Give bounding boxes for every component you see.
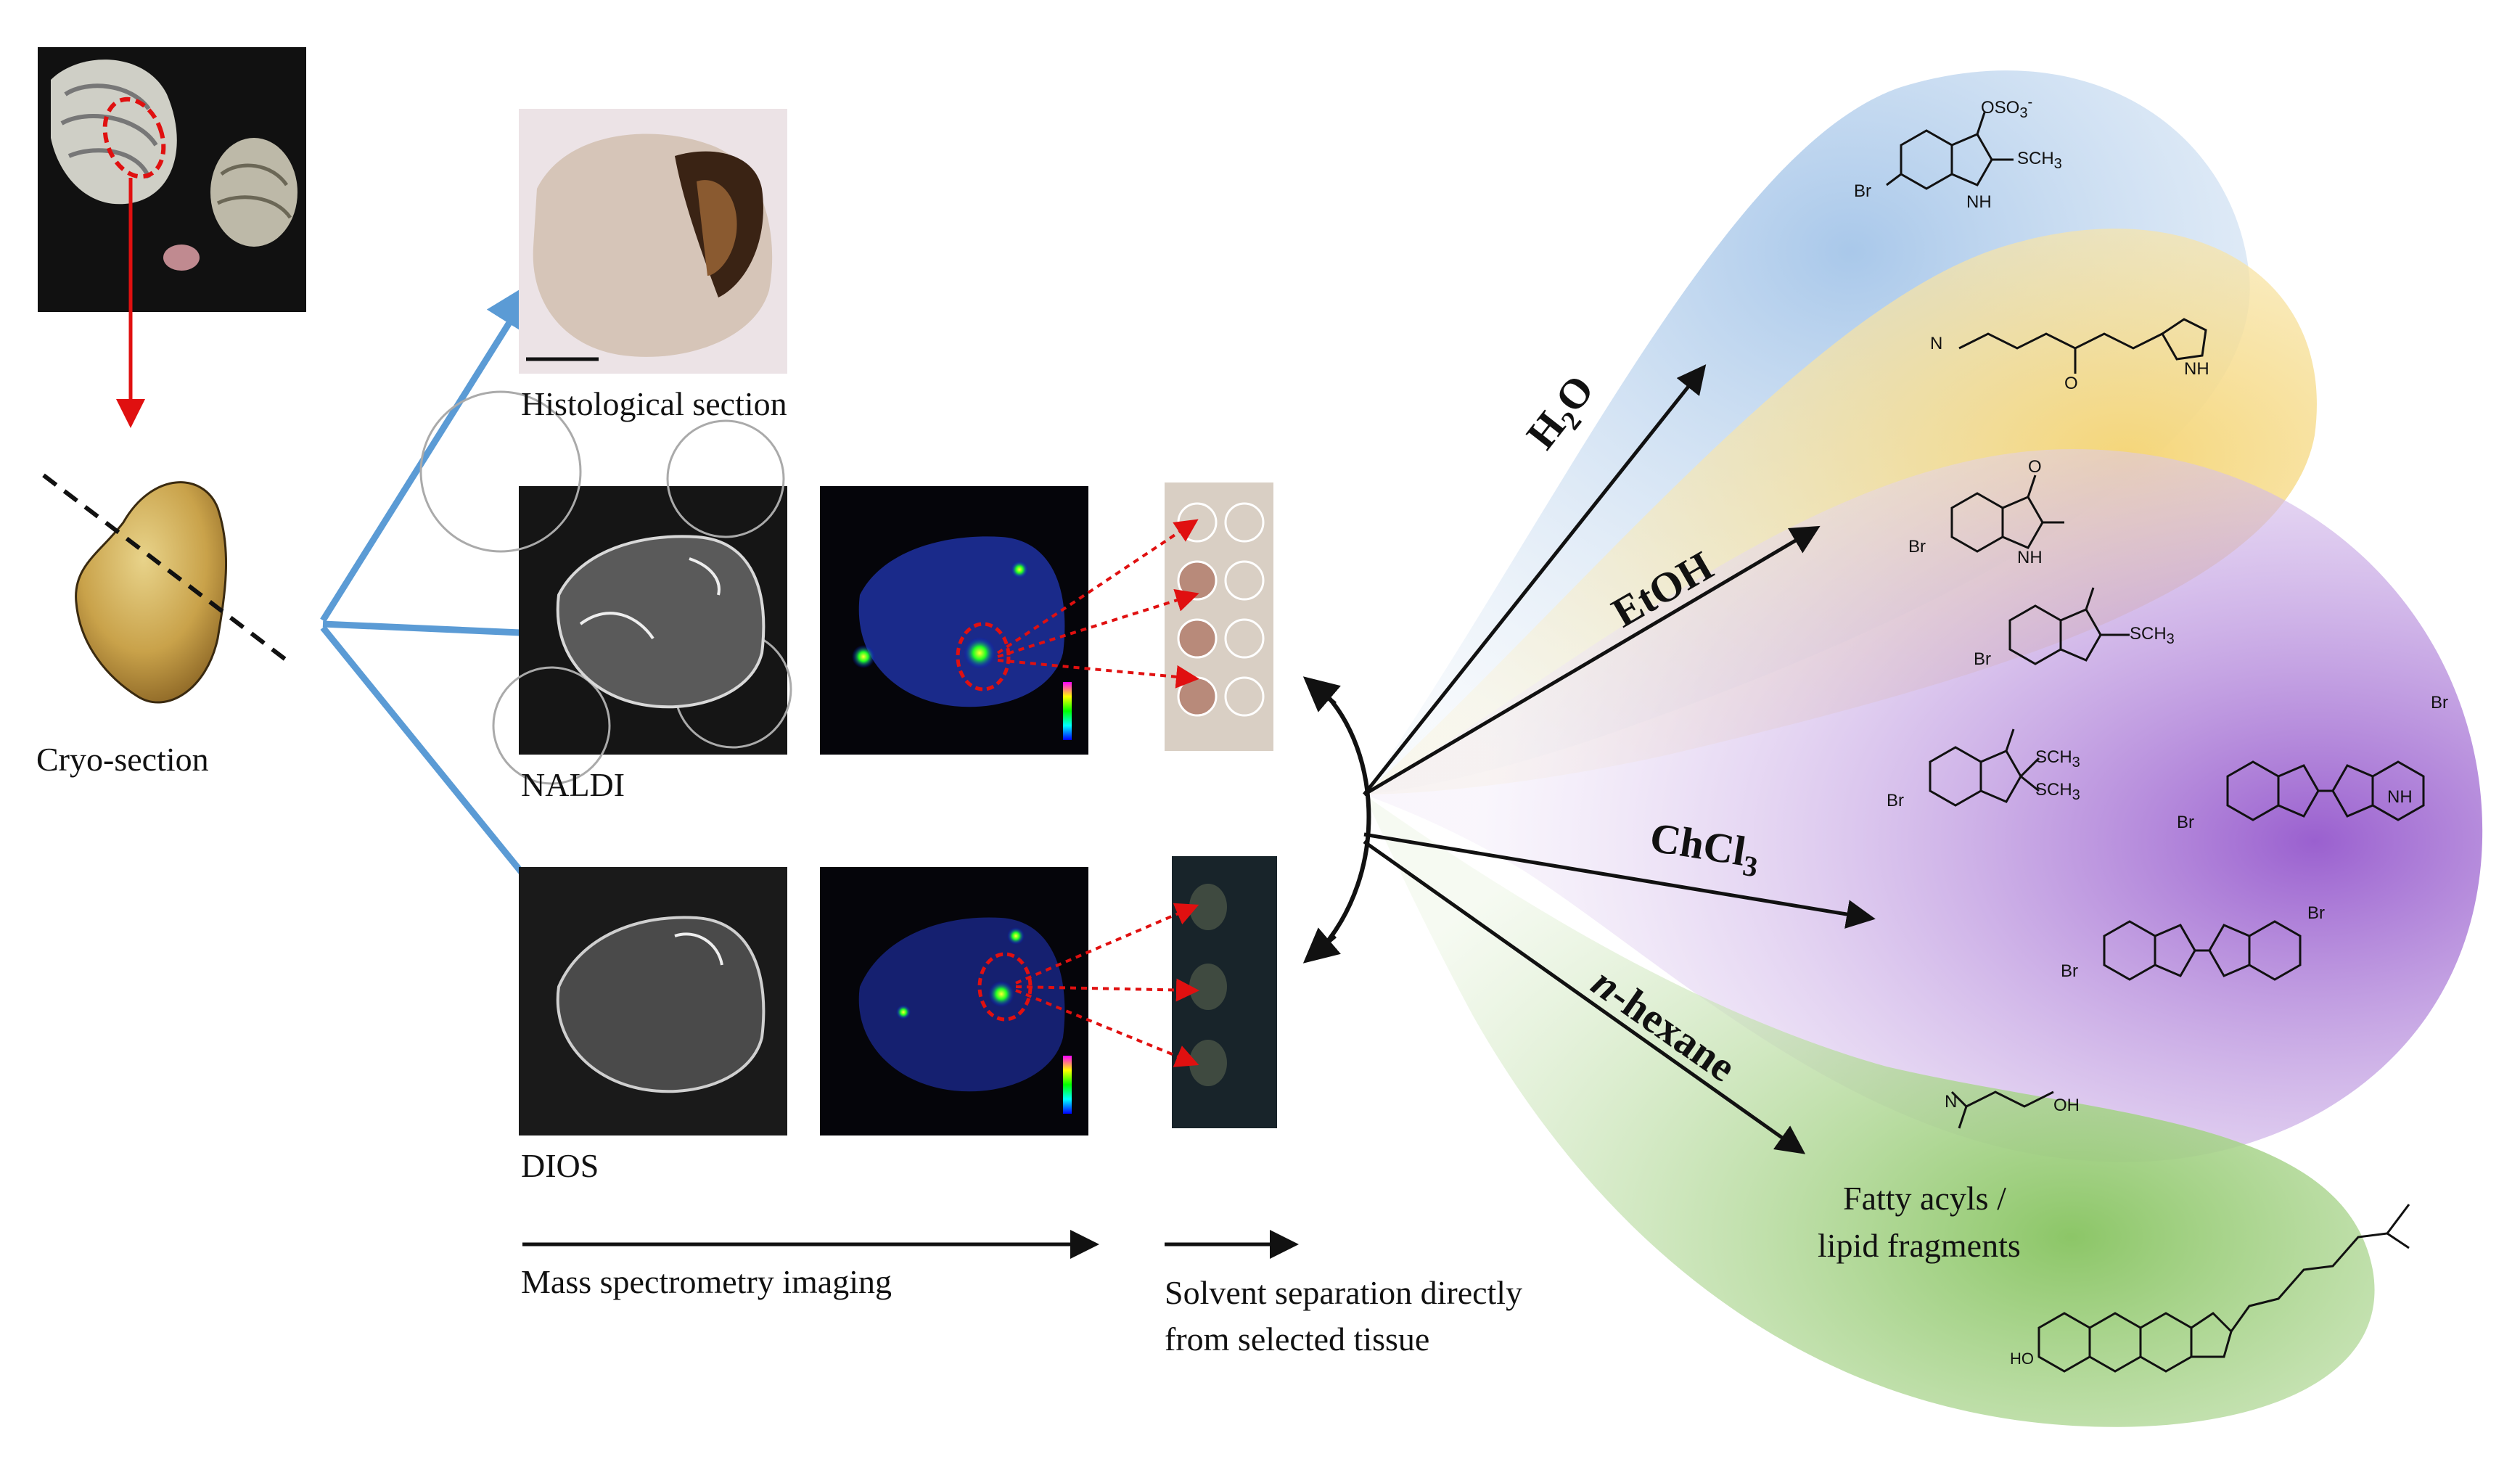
chem-label-sch3-3: SCH3 — [2035, 747, 2080, 771]
lipid-fragments-label: lipid fragments — [1818, 1227, 2021, 1264]
histological-image — [519, 109, 787, 374]
dios-slide-photo — [1172, 856, 1277, 1128]
red-dotted-arrow-naldi-1 — [996, 519, 1199, 654]
msi-label: Mass spectrometry imaging — [521, 1263, 892, 1300]
dios-optical-image — [519, 867, 787, 1135]
structure-bis-methylthio — [1929, 728, 2040, 807]
red-dotted-arrow-dios-2 — [1015, 978, 1199, 1002]
cryo-section-tissue — [42, 473, 288, 704]
chem-label-n-murexine: N — [1930, 334, 1943, 353]
structure-bromoisatin — [1950, 475, 2064, 553]
chem-label-sch3-4: SCH3 — [2035, 780, 2080, 803]
red-dotted-arrow-naldi-3 — [997, 659, 1199, 689]
red-dotted-arrow-naldi-2 — [997, 588, 1199, 658]
chem-label-sch3-2: SCH3 — [2130, 624, 2175, 647]
chem-label-br-4: Br — [1887, 791, 1904, 810]
petal-hexane — [1364, 794, 2375, 1427]
structure-murexine — [1958, 318, 2207, 374]
chem-label-nh-2: NH — [2017, 548, 2043, 567]
ray-hexane — [1363, 839, 1806, 1154]
chem-label-n-choline: N — [1945, 1092, 1958, 1112]
chem-label-br-3: Br — [1974, 649, 1991, 669]
ray-chloroform — [1363, 832, 1876, 929]
dios-label: DIOS — [521, 1147, 599, 1184]
chem-label-sch3-1: SCH3 — [2017, 149, 2062, 172]
structure-dibromoindirubin — [2103, 920, 2302, 981]
structure-choline — [1950, 1091, 2054, 1129]
solvent-separation-label: Solvent separation directly from selecte… — [1165, 1274, 1523, 1358]
chem-label-br-6: Br — [2431, 693, 2448, 712]
ray-ethanol — [1363, 525, 1821, 797]
chem-label-o-2: O — [2028, 457, 2042, 477]
ray-water — [1363, 364, 1707, 796]
structure-dibromoindigo — [2226, 760, 2425, 821]
naldi-msi-heatmap — [820, 486, 1088, 755]
chem-label-ho: HO — [2010, 1350, 2034, 1368]
fatty-acyls-label: Fatty acyls / — [1843, 1180, 2006, 1217]
structure-methylthio-indolone — [2008, 587, 2130, 665]
naldi-plate-photo — [1165, 482, 1273, 751]
red-dashed-ellipse — [102, 96, 166, 179]
histological-section-label: Histological section — [521, 385, 787, 422]
naldi-optical-image — [419, 390, 792, 785]
snail-photo — [38, 47, 306, 312]
chem-label-oso3: OSO3- — [1981, 94, 2033, 121]
chem-label-br-2: Br — [1908, 537, 1926, 557]
chem-label-nh-murexine: NH — [2184, 359, 2209, 379]
chem-label-nh-3: NH — [2387, 787, 2413, 807]
chem-label-br-5: Br — [2177, 813, 2194, 832]
petal-chloroform — [1364, 448, 2483, 1162]
chem-label-br-7: Br — [2061, 961, 2078, 981]
curved-split-arrow — [1315, 683, 1371, 956]
structure-indoxyl-sulfate — [1886, 112, 2014, 190]
dios-msi-heatmap — [820, 867, 1088, 1135]
cryo-section-label: Cryo-section — [36, 741, 209, 778]
chem-label-br-8: Br — [2307, 903, 2325, 923]
blue-arrow-histology — [320, 279, 537, 623]
chem-label-nh-1: NH — [1966, 192, 1992, 212]
chem-label-br-1: Br — [1854, 181, 1871, 201]
naldi-label: NALDI — [521, 766, 625, 803]
structure-cholesterol — [2037, 1204, 2410, 1373]
chem-label-oh: OH — [2053, 1096, 2080, 1115]
chem-label-o-murexine: O — [2064, 374, 2078, 393]
